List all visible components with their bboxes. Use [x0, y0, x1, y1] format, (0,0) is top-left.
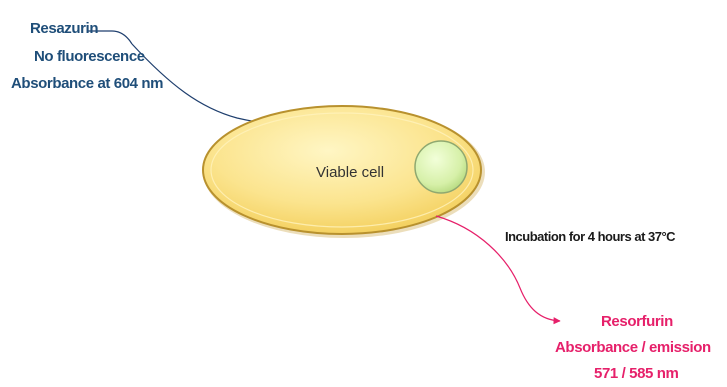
product-property: Absorbance / emission — [555, 339, 711, 356]
substrate-property: No fluorescence — [34, 48, 145, 65]
product-wavelengths: 571 / 585 nm — [594, 365, 678, 382]
substrate-name: Resazurin — [30, 20, 98, 37]
cell-label: Viable cell — [316, 164, 384, 181]
incubation-label: Incubation for 4 hours at 37°C — [505, 229, 675, 244]
substrate-absorbance: Absorbance at 604 nm — [11, 75, 163, 92]
product-name: Resorfurin — [601, 313, 673, 330]
nucleus — [415, 141, 467, 193]
